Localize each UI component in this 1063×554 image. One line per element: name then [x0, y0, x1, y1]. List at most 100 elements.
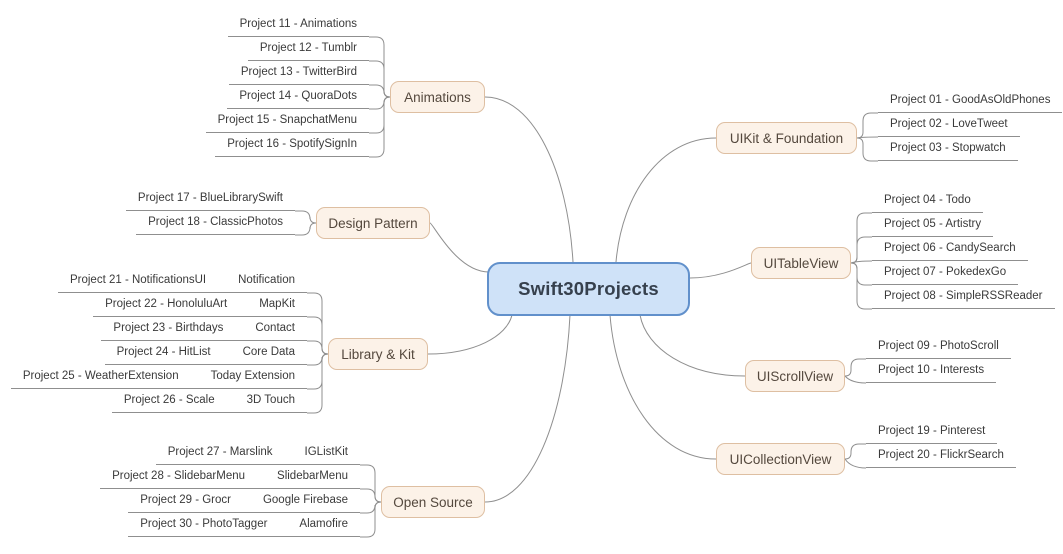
leaf-label: Project 12 - Tumblr — [259, 42, 357, 54]
leaf-node[interactable]: Project 05 - Artistry — [872, 216, 994, 237]
leaf-label: Project 04 - Todo — [884, 194, 971, 206]
leaf-link — [856, 112, 878, 139]
leaf-label: Project 27 - Marslink — [167, 446, 273, 458]
leaf-link — [856, 137, 878, 162]
leaf-link — [850, 262, 872, 286]
leaf-label: Project 21 - NotificationsUI — [69, 274, 207, 286]
leaf-node[interactable]: Project 08 - SimpleRSSReader — [872, 288, 1055, 309]
leaf-link — [360, 464, 382, 503]
leaf-tag: Core Data — [242, 346, 295, 358]
leaf-label: Project 13 - TwitterBird — [240, 66, 357, 78]
leaf-node[interactable]: Project 14 - QuoraDots — [227, 88, 369, 109]
branch-link-uicollectionview — [609, 314, 717, 460]
leaf-link — [856, 136, 879, 139]
leaf-label: Project 30 - PhotoTagger — [140, 518, 268, 530]
leaf-link — [307, 340, 329, 355]
branch-link-animations — [484, 96, 574, 263]
leaf-tag: Contact — [255, 322, 295, 334]
leaf-link — [360, 501, 382, 514]
leaf-label: Project 09 - PhotoScroll — [878, 340, 999, 352]
branch-node-animations[interactable]: Animations — [390, 81, 485, 113]
leaf-label: Project 25 - WeatherExtension — [22, 370, 179, 382]
branch-node-design-pattern[interactable]: Design Pattern — [316, 207, 430, 239]
leaf-link — [307, 353, 329, 414]
leaf-link — [307, 316, 329, 355]
leaf-label: Project 15 - SnapchatMenu — [217, 114, 357, 126]
leaf-tag: SlidebarMenu — [277, 470, 348, 482]
leaf-link — [850, 236, 872, 264]
leaf-tag: 3D Touch — [246, 394, 295, 406]
leaf-tag: Alamofire — [299, 518, 348, 530]
leaf-label: Project 19 - Pinterest — [878, 425, 986, 437]
leaf-link — [295, 210, 317, 224]
leaf-link — [844, 375, 867, 384]
leaf-label: Project 08 - SimpleRSSReader — [884, 290, 1043, 302]
leaf-tag: IGListKit — [304, 446, 348, 458]
leaf-node[interactable]: Project 12 - Tumblr — [247, 40, 369, 61]
leaf-node[interactable]: Project 06 - CandySearch — [872, 240, 1028, 261]
leaf-label: Project 24 - HitList — [116, 346, 211, 358]
branch-node-uiscrollview[interactable]: UIScrollView — [745, 360, 845, 392]
leaf-node[interactable]: Project 15 - SnapchatMenu — [205, 112, 369, 133]
branch-node-uicollectionview[interactable]: UICollectionView — [716, 443, 845, 475]
leaf-link — [360, 488, 382, 503]
branch-link-uikit-foundation — [615, 137, 717, 263]
leaf-node[interactable]: Project 30 - PhotoTagger Alamofire — [128, 516, 360, 537]
leaf-label: Project 11 - Animations — [239, 18, 357, 30]
leaf-node[interactable]: Project 01 - GoodAsOldPhones — [878, 92, 1063, 113]
leaf-label: Project 14 - QuoraDots — [239, 90, 357, 102]
leaf-node[interactable]: Project 17 - BlueLibrarySwift — [125, 190, 295, 211]
leaf-node[interactable]: Project 11 - Animations — [227, 16, 369, 37]
leaf-node[interactable]: Project 03 - Stopwatch — [878, 140, 1018, 161]
leaf-label: Project 16 - SpotifySignIn — [227, 138, 357, 150]
leaf-link — [369, 84, 391, 98]
leaf-link — [850, 260, 873, 264]
leaf-link — [369, 36, 391, 98]
leaf-node[interactable]: Project 18 - ClassicPhotos — [136, 214, 295, 235]
leaf-link — [295, 222, 317, 236]
branch-node-uikit-foundation[interactable]: UIKit & Foundation — [716, 122, 857, 154]
branch-link-uitableview — [689, 262, 752, 279]
leaf-tag: MapKit — [259, 298, 295, 310]
central-topic-node[interactable]: Swift30Projects — [487, 262, 690, 316]
leaf-label: Project 23 - Birthdays — [113, 322, 224, 334]
leaf-label: Project 02 - LoveTweet — [890, 118, 1008, 130]
leaf-label: Project 05 - Artistry — [884, 218, 982, 230]
leaf-node[interactable]: Project 19 - Pinterest — [866, 423, 998, 444]
branch-node-library-kit[interactable]: Library & Kit — [328, 338, 428, 370]
leaf-node[interactable]: Project 13 - TwitterBird — [228, 64, 369, 85]
leaf-link — [369, 60, 391, 98]
leaf-tag: Notification — [238, 274, 295, 286]
branch-node-uitableview[interactable]: UITableView — [751, 247, 851, 279]
leaf-node[interactable]: Project 24 - HitList Core Data — [104, 344, 307, 365]
branch-node-open-source[interactable]: Open Source — [381, 486, 485, 518]
leaf-node[interactable]: Project 23 - Birthdays Contact — [101, 320, 307, 341]
leaf-node[interactable]: Project 10 - Interests — [866, 362, 997, 383]
leaf-label: Project 17 - BlueLibrarySwift — [137, 192, 283, 204]
leaf-tag: Google Firebase — [262, 494, 348, 506]
leaf-link — [307, 353, 329, 366]
leaf-label: Project 07 - PokedexGo — [884, 266, 1007, 278]
leaf-link — [369, 96, 391, 110]
branch-link-design-pattern — [429, 222, 490, 273]
leaf-link — [307, 292, 329, 355]
leaf-label: Project 06 - CandySearch — [884, 242, 1016, 254]
leaf-node[interactable]: Project 02 - LoveTweet — [878, 116, 1020, 137]
leaf-link — [844, 443, 866, 460]
leaf-node[interactable]: Project 27 - Marslink IGListKit — [155, 444, 360, 465]
leaf-node[interactable]: Project 25 - WeatherExtension Today Exten… — [10, 368, 307, 389]
leaf-node[interactable]: Project 16 - SpotifySignIn — [215, 136, 369, 157]
leaf-link — [307, 353, 329, 390]
leaf-node[interactable]: Project 04 - Todo — [872, 192, 983, 213]
leaf-tag: Today Extension — [210, 370, 295, 382]
leaf-node[interactable]: Project 20 - FlickrSearch — [866, 447, 1016, 468]
leaf-link — [844, 458, 867, 469]
leaf-node[interactable]: Project 09 - PhotoScroll — [866, 338, 1011, 359]
branch-link-uiscrollview — [639, 314, 746, 377]
leaf-node[interactable]: Project 21 - NotificationsUI Notification — [57, 272, 307, 293]
leaf-node[interactable]: Project 07 - PokedexGo — [872, 264, 1019, 285]
